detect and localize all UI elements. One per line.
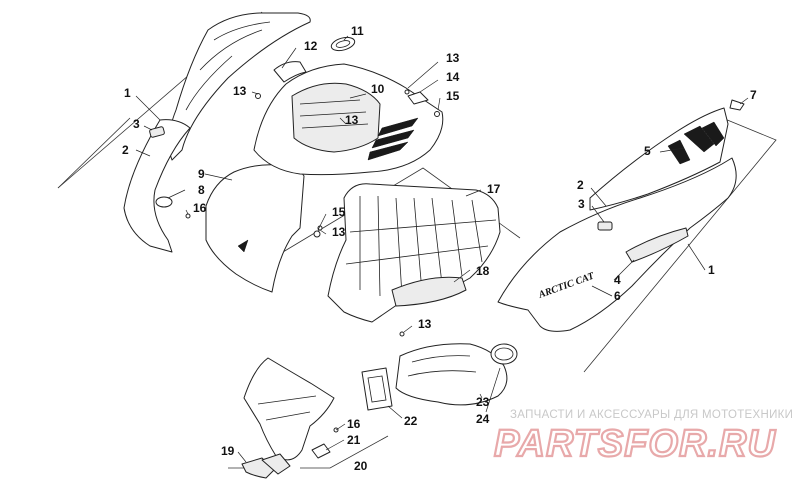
right-side-panel-frame [583,116,777,373]
callout-13-tray: 13 [332,225,346,239]
right-side-panel: ARCTIC CAT [497,99,745,332]
watermark: ЗАПЧАСТИ И АКСЕССУАРЫ ДЛЯ МОТОТЕХНИКИ PA… [493,409,793,466]
callout-7: 7 [750,88,757,102]
screw-7 [729,99,745,111]
callout-17: 17 [487,182,501,196]
center-console-10 [291,82,381,153]
callout-15-hood: 15 [446,89,460,103]
callout-16-upper: 16 [193,201,207,215]
storage-tray-body [327,183,501,323]
left-side-panel-frame-tick [57,117,131,189]
watermark-caption: ЗАПЧАСТИ И АКСЕССУАРЫ ДЛЯ МОТОТЕХНИКИ [510,409,793,421]
left-side-decal-3 [149,126,165,138]
callout-labels: 1 3 2 9 8 16 12 11 13 10 13 13 14 15 17 … [122,24,757,473]
hose-clamp-24 [490,343,518,365]
callout-11: 11 [351,24,364,38]
left-side-panel [123,12,311,253]
decal-5-stripe-3 [667,139,691,165]
lower-nose-assembly [155,196,339,479]
decal-4 [625,227,689,263]
callout-13-lower: 13 [418,317,432,331]
vent-stripe-2 [371,129,415,149]
callout-3-left: 3 [133,117,140,131]
storage-tray-17 [313,183,501,337]
bracket-19b [261,453,291,475]
screw-16a [185,213,191,219]
left-side-panel-lower [123,119,191,253]
vent-stripe-3 [377,117,419,137]
tray-lid-18 [391,276,467,307]
clip-21 [311,443,331,459]
screw-13b [404,89,410,95]
decal-5-stripe-2 [701,121,725,147]
vent-stripe-1 [367,141,409,161]
callout-4: 4 [614,273,621,287]
callout-8: 8 [198,183,205,197]
left-side-panel-upper [168,12,311,161]
callout-13-top-right: 13 [446,51,460,65]
hood-assembly [205,36,444,293]
callout-13-hood: 13 [233,84,247,98]
watermark-logo: PARTSFOR.RU [494,423,776,465]
clip-15a [434,111,440,117]
hood-mark [237,239,249,253]
screw-13a [255,93,261,99]
callout-21: 21 [347,433,361,447]
decal-5-stripe-1 [683,125,715,153]
callout-24: 24 [476,412,490,426]
callout-16-lower: 16 [347,417,361,431]
right-side-decal-3 [597,221,613,231]
callout-6: 6 [614,289,621,303]
callout-9: 9 [198,167,205,181]
right-side-panel-body [497,157,737,332]
callout-10: 10 [371,82,385,96]
clip-14 [407,91,429,105]
callout-13-console: 13 [345,113,359,127]
callout-2-left: 2 [122,143,129,157]
clip-15b [313,230,321,238]
hood-9 [205,164,305,293]
callout-20: 20 [354,459,368,473]
clip-8 [155,196,173,208]
callout-14: 14 [446,70,460,84]
callout-23: 23 [476,395,490,409]
intake-seal-22 [361,367,393,411]
callout-5: 5 [644,144,651,158]
intake-boot-23 [395,343,508,406]
callout-19: 19 [221,444,235,458]
lower-nose-20 [243,357,335,461]
callout-18: 18 [476,264,490,278]
handguard-12 [273,61,307,83]
callout-22: 22 [404,414,418,428]
callout-12: 12 [304,39,318,53]
screw-13e [399,331,405,337]
callout-1-left: 1 [124,86,131,100]
callout-2-right: 2 [577,178,584,192]
callout-15-tray: 15 [332,205,346,219]
callout-1-right: 1 [708,263,715,277]
callout-3-right: 3 [578,197,585,211]
air-intake [361,343,518,411]
leader-lines [135,35,749,463]
